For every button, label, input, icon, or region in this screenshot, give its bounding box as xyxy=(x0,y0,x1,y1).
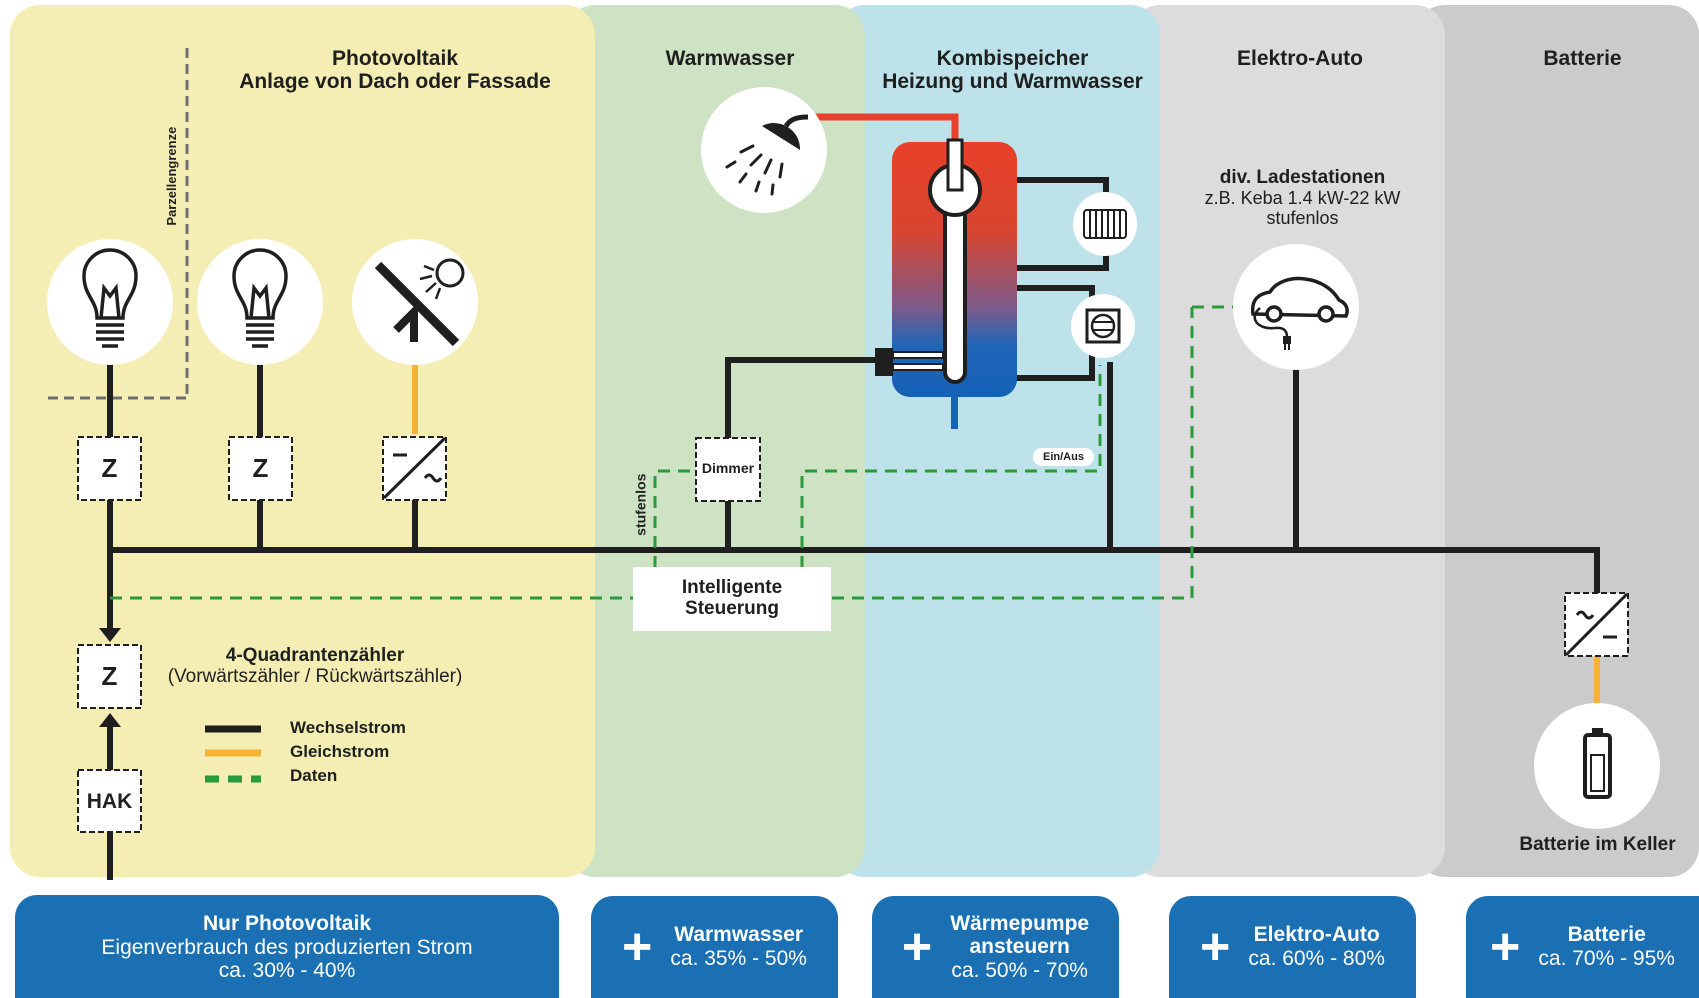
arrow-down-icon xyxy=(99,628,121,642)
quadranten-title: 4-Quadrantenzähler xyxy=(225,645,405,666)
four-quadrant-meter-box xyxy=(77,644,142,709)
plus-icon: + xyxy=(901,918,933,976)
inverter-icon xyxy=(1564,592,1629,657)
footer-button-batterie[interactable]: + Batterie ca. 70% - 95% xyxy=(1466,896,1699,998)
footer-title: Warmwasser xyxy=(674,923,804,947)
legend-label-daten: Daten xyxy=(290,766,338,785)
footer-button-nur-photovoltaik[interactable]: Nur Photovoltaik Eigenverbrauch des prod… xyxy=(15,895,559,998)
footer-percentage: ca. 70% - 95% xyxy=(1538,947,1675,970)
column-pv-bg xyxy=(10,5,595,877)
radiator-icon xyxy=(1073,192,1137,256)
solar-panel-icon xyxy=(352,239,478,365)
footer-percentage: ca. 30% - 40% xyxy=(218,959,356,983)
steuerung-line1: Intelligente xyxy=(681,577,783,598)
arrow-up-icon xyxy=(99,713,121,727)
meter-box xyxy=(228,436,293,501)
footer-button-elektro-auto[interactable]: + Elektro-Auto ca. 60% - 80% xyxy=(1169,896,1416,998)
footer-title: Elektro-Auto xyxy=(1253,923,1380,947)
heat-pump-icon xyxy=(1071,294,1135,358)
column-header-pv-line1: Photovoltaik xyxy=(331,47,458,70)
shower-icon xyxy=(701,87,827,213)
column-auto-bg xyxy=(1130,5,1445,877)
footer-button-warmwasser[interactable]: + Warmwasser ca. 35% - 50% xyxy=(591,896,838,998)
footer-title-line2: ansteuern xyxy=(969,935,1070,959)
ladestationen-title: div. Ladestationen xyxy=(1219,167,1386,188)
footer-subtitle: Eigenverbrauch des produzierten Strom xyxy=(101,935,473,959)
column-header-warmwasser: Warmwasser xyxy=(665,47,795,70)
quadranten-label: 4-Quadrantenzähler (Vorwärtszähler / Rüc… xyxy=(150,645,480,688)
plus-icon: + xyxy=(622,918,653,976)
footer-title: Wärmepumpe xyxy=(950,911,1090,935)
plus-icon: + xyxy=(1200,918,1231,976)
footer-percentage: ca. 60% - 80% xyxy=(1248,947,1385,970)
dimmer-box xyxy=(695,437,761,502)
data-lines xyxy=(110,305,1234,600)
column-header-kombi-line1: Kombispeicher xyxy=(936,47,1089,70)
meter-box xyxy=(77,436,142,501)
dimmer-label: Dimmer xyxy=(701,460,755,476)
column-header-pv: Photovoltaik Anlage von Dach oder Fassad… xyxy=(214,47,576,93)
meter-z-label: Z xyxy=(101,661,118,691)
hak-box xyxy=(77,769,142,833)
intelligente-steuerung-label: Intelligente Steuerung xyxy=(633,577,831,620)
meter-z-label: Z xyxy=(101,453,118,483)
hak-label: HAK xyxy=(86,790,133,813)
column-header-kombi: Kombispeicher Heizung und Warmwasser xyxy=(855,47,1170,93)
steuerung-line2: Steuerung xyxy=(685,597,779,619)
intelligente-steuerung-box xyxy=(633,567,831,631)
parzellengrenze-label: Parzellengrenze xyxy=(163,126,179,226)
ladestationen-line2: z.B. Keba 1.4 kW-22 kW xyxy=(1204,187,1401,208)
kombispeicher-tank xyxy=(875,138,1017,429)
plus-icon: + xyxy=(1490,918,1521,976)
column-header-kombi-line2: Heizung und Warmwasser xyxy=(882,70,1143,94)
hot-water-pipe xyxy=(808,113,959,146)
column-header-pv-line2: Anlage von Dach oder Fassade xyxy=(239,70,551,94)
ein-aus-label: Ein/Aus xyxy=(1033,448,1094,466)
column-batterie-bg xyxy=(1415,5,1699,877)
light-bulb-icon xyxy=(47,239,173,365)
footer-percentage: ca. 35% - 50% xyxy=(670,947,807,970)
batterie-keller-label: Batterie im Keller xyxy=(1519,834,1676,855)
column-header-auto: Elektro-Auto xyxy=(1237,47,1363,70)
legend-label-gleichstrom: Gleichstrom xyxy=(290,742,390,761)
stufenlos-label: stufenlos xyxy=(632,473,649,536)
footer-percentage: ca. 50% - 70% xyxy=(951,958,1088,982)
dc-lines xyxy=(412,362,1600,704)
inverter-icon xyxy=(382,436,447,500)
ladestationen-label: div. Ladestationen z.B. Keba 1.4 kW-22 k… xyxy=(1180,167,1425,228)
quadranten-sub: (Vorwärtszähler / Rückwärtszähler) xyxy=(167,665,463,687)
meter-z-label: Z xyxy=(252,453,269,483)
column-header-batterie: Batterie xyxy=(1543,47,1622,70)
battery-icon xyxy=(1534,703,1660,829)
ac-lines xyxy=(107,177,1600,880)
footer-title: Nur Photovoltaik xyxy=(202,912,371,936)
legend-label-wechselstrom: Wechselstrom xyxy=(290,718,406,737)
footer-button-waermepumpe[interactable]: + Wärmepumpe ansteuern ca. 50% - 70% xyxy=(872,896,1119,998)
parzellengrenze-line xyxy=(48,48,189,400)
electric-car-icon xyxy=(1233,244,1359,370)
ladestationen-line3: stufenlos xyxy=(1266,207,1339,228)
footer-title: Batterie xyxy=(1567,923,1646,947)
light-bulb-icon xyxy=(197,239,323,365)
